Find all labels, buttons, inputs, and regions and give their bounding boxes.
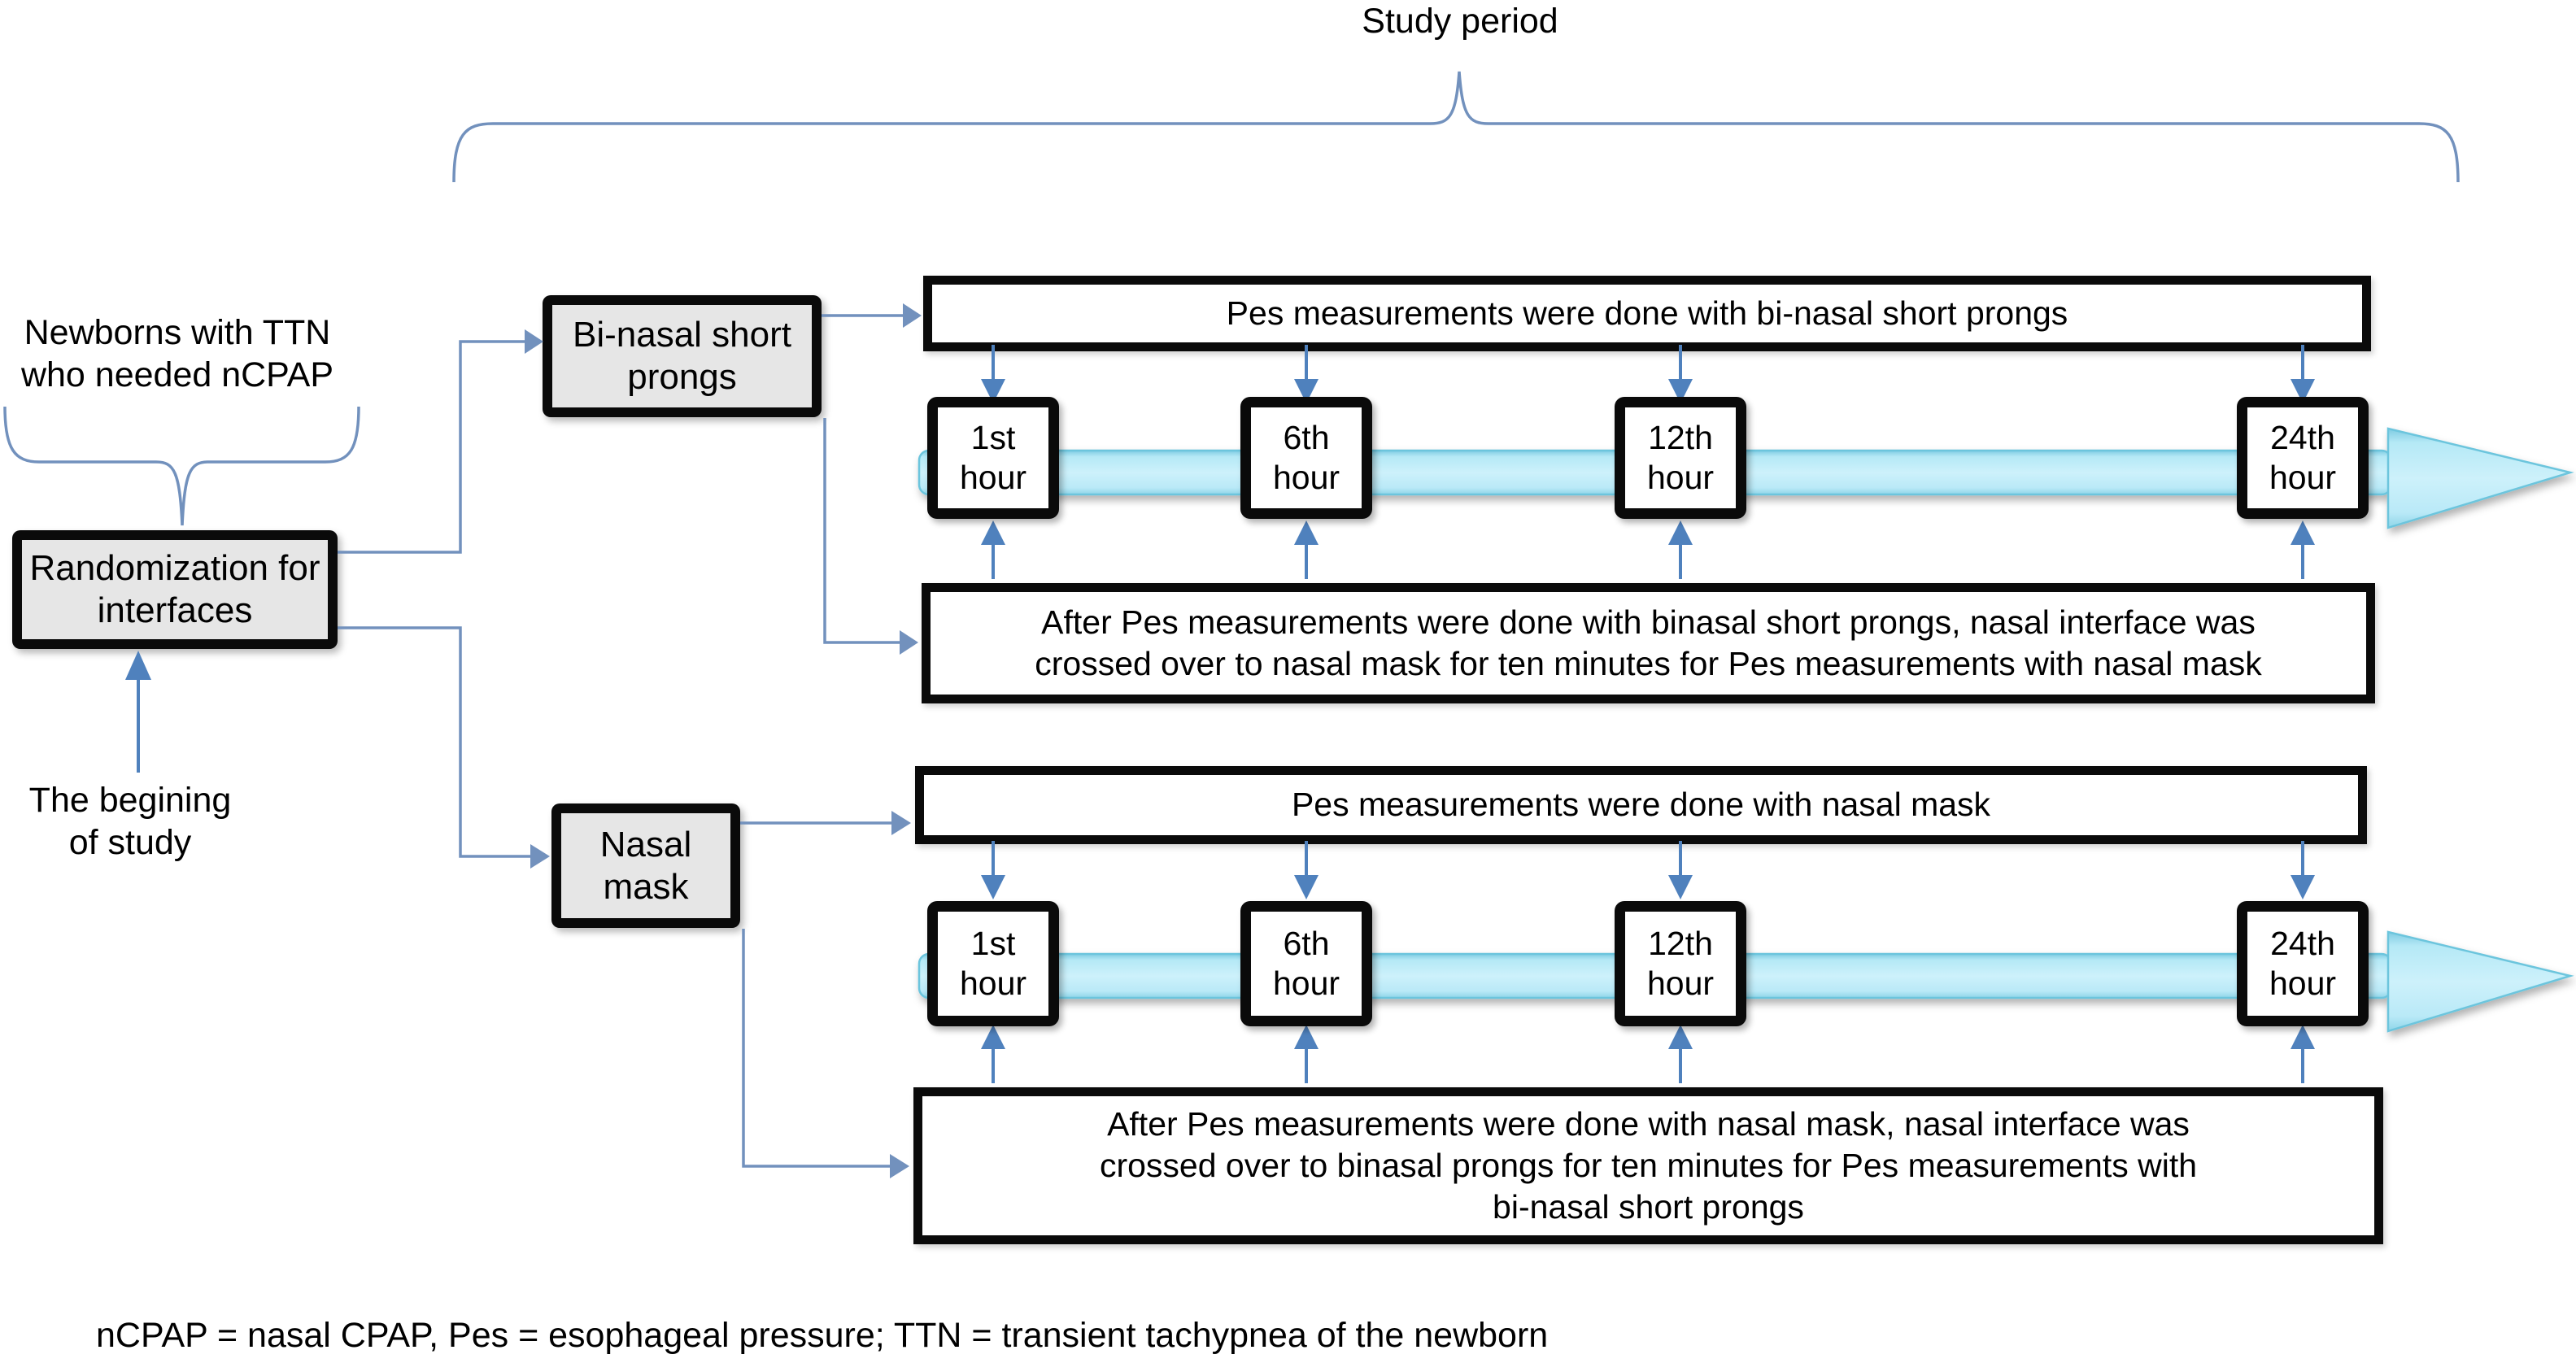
population-brace: [3, 406, 360, 526]
measure-to-hour-arrows-mask: [979, 839, 2317, 901]
abbreviations-footnote: nCPAP = nasal CPAP, Pes = esophageal pre…: [96, 1316, 1549, 1355]
prongs-hour-box-1st: 1st hour: [927, 397, 1059, 519]
connector-randomization-to-mask: [338, 626, 550, 869]
prongs-hour-box-6th: 6th hour: [1240, 397, 1372, 519]
prongs-crossover-box: After Pes measurements were done with bi…: [922, 583, 2375, 703]
measure-to-hour-arrows-prongs: [979, 343, 2317, 405]
connector-mask-to-crossover: [742, 929, 909, 1178]
mask-measure-box: Pes measurements were done with nasal ma…: [915, 766, 2367, 844]
mask-branch-box: Nasal mask: [551, 803, 740, 928]
mask-hour-box-1st: 1st hour: [927, 901, 1059, 1026]
connector-prongs-to-measure: [822, 303, 922, 328]
mask-crossover-box: After Pes measurements were done with na…: [913, 1087, 2383, 1244]
crossover-to-hour-arrows-prongs: [979, 519, 2317, 581]
randomization-box: Randomization for interfaces: [12, 530, 338, 649]
study-period-brace: [452, 71, 2460, 183]
mask-hour-box-12th: 12th hour: [1615, 901, 1746, 1026]
mask-hour-box-24th: 24th hour: [2237, 901, 2369, 1026]
prongs-branch-box: Bi-nasal short prongs: [543, 295, 822, 417]
prongs-hour-box-12th: 12th hour: [1615, 397, 1746, 519]
mask-hour-box-6th: 6th hour: [1240, 901, 1372, 1026]
connector-randomization-to-prongs: [338, 329, 543, 554]
beginning-arrow: [125, 651, 151, 773]
prongs-hour-box-24th: 24th hour: [2237, 397, 2369, 519]
beginning-of-study-label: The begining of study: [28, 781, 232, 863]
connector-mask-to-measure: [740, 811, 911, 835]
population-label: Newborns with TTN who needed nCPAP: [20, 313, 334, 395]
crossover-to-hour-arrows-mask: [979, 1023, 2317, 1085]
connector-prongs-to-crossover: [823, 418, 918, 655]
prongs-measure-box: Pes measurements were done with bi-nasal…: [923, 276, 2371, 351]
study-period-label: Study period: [1362, 2, 1558, 41]
